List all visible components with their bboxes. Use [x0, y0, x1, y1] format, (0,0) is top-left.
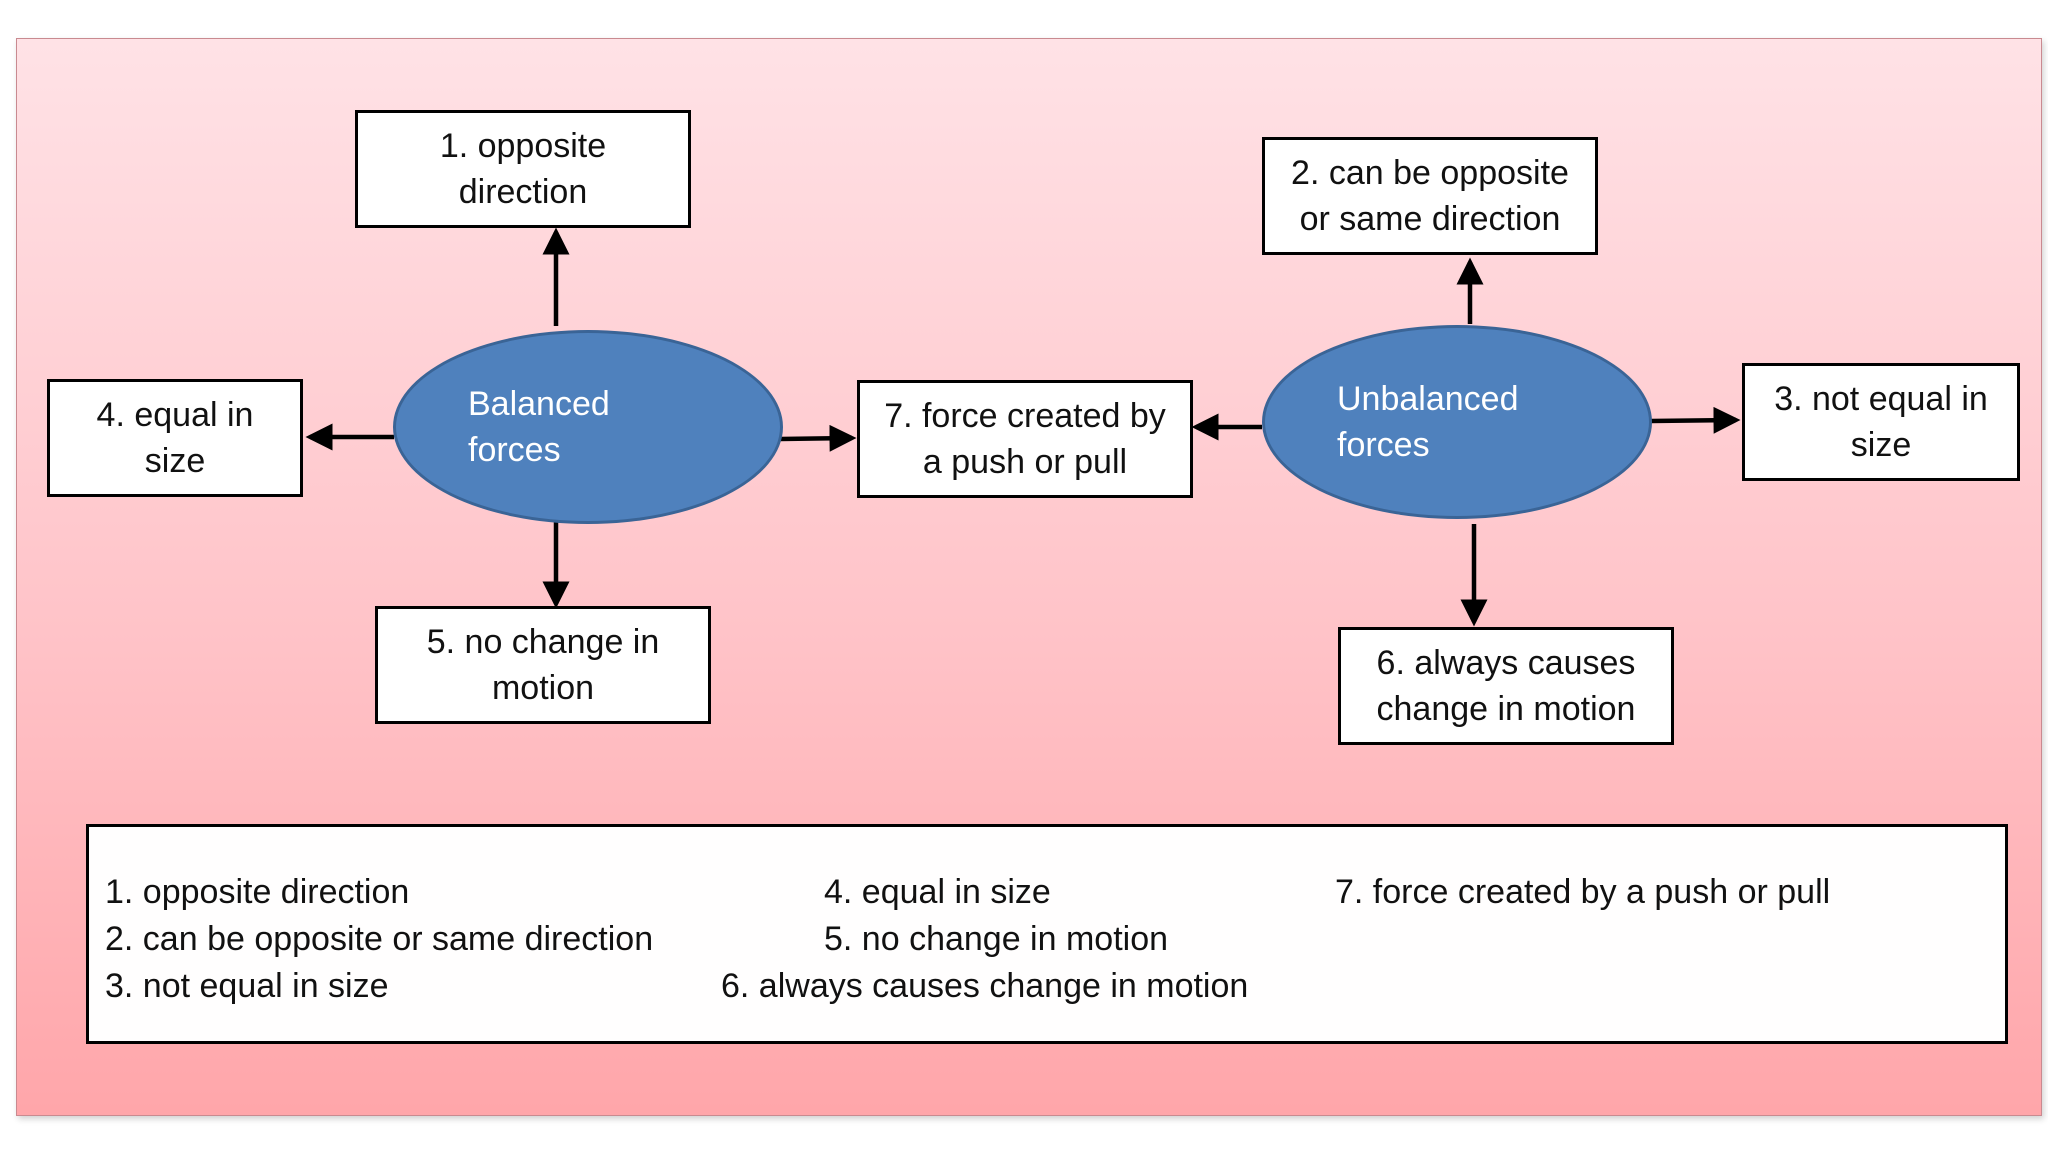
- legend-item-1: 1. opposite direction: [105, 873, 410, 911]
- arrow-unbalanced-to-3: [1649, 406, 1741, 434]
- box-opposite-or-same-direction: 2. can be opposite or same direction: [1262, 137, 1598, 255]
- legend-item-7: 7. force created by a push or pull: [1335, 873, 1831, 911]
- box-always-causes-change: 6. always causes change in motion: [1338, 627, 1674, 745]
- balanced-forces-label: Balanced forces: [468, 385, 610, 469]
- arrow-balanced-to-7: [779, 424, 857, 452]
- unbalanced-forces-node: Unbalanced forces: [1262, 325, 1652, 519]
- legend-item-6: 6. always causes change in motion: [721, 967, 1249, 1005]
- legend-item-5: 5. no change in motion: [824, 920, 1169, 958]
- box-force-push-or-pull: 7. force created by a push or pull: [857, 380, 1193, 498]
- legend-item-4: 4. equal in size: [824, 873, 1051, 911]
- box-equal-in-size: 4. equal in size: [47, 379, 303, 497]
- balanced-forces-node: Balanced forces: [393, 330, 783, 524]
- unbalanced-forces-label: Unbalanced forces: [1337, 380, 1519, 464]
- box-opposite-direction: 1. opposite direction: [355, 110, 691, 228]
- legend-item-3: 3. not equal in size: [105, 967, 389, 1005]
- box-no-change-in-motion: 5. no change in motion: [375, 606, 711, 724]
- box-not-equal-in-size: 3. not equal in size: [1742, 363, 2020, 481]
- legend-box: 1. opposite direction 2. can be opposite…: [86, 824, 2008, 1044]
- legend-item-2: 2. can be opposite or same direction: [105, 920, 654, 958]
